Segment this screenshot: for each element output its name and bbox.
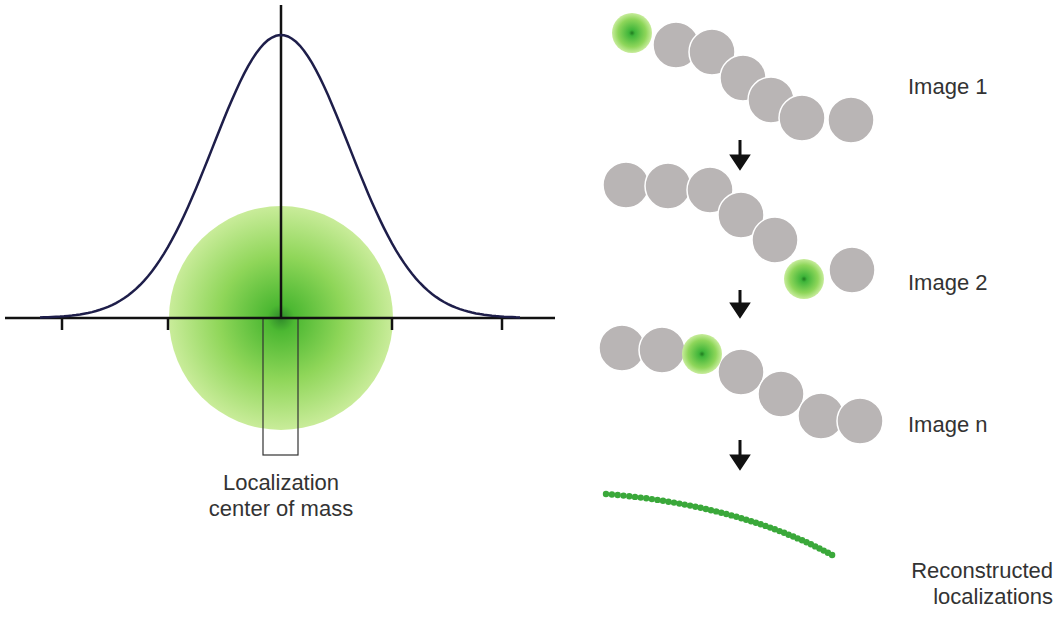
bead	[603, 162, 649, 208]
bead	[645, 163, 691, 209]
bead	[829, 247, 875, 293]
caption-label: Localization center of mass	[196, 470, 366, 522]
bead	[599, 325, 645, 371]
bead	[639, 327, 685, 373]
bead	[828, 97, 874, 143]
lit-bead	[612, 13, 652, 53]
bead	[758, 371, 804, 417]
lit-bead	[784, 259, 824, 299]
bead	[718, 349, 764, 395]
bead	[752, 217, 798, 263]
center-box	[263, 318, 298, 455]
lit-bead	[682, 334, 722, 374]
gaussian-curve	[40, 35, 520, 318]
reconstructed-dots	[603, 491, 836, 558]
frame-label: Image n	[908, 412, 1038, 438]
frame-label: Image 2	[908, 270, 1038, 296]
y-axis	[280, 5, 283, 318]
ticks	[62, 318, 502, 330]
bead	[779, 95, 825, 141]
bead	[837, 398, 883, 444]
bead-chains	[599, 13, 883, 444]
step-arrows	[732, 140, 748, 468]
caption-label: Reconstructed localizations	[848, 558, 1053, 610]
frame-label: Image 1	[908, 74, 1038, 100]
